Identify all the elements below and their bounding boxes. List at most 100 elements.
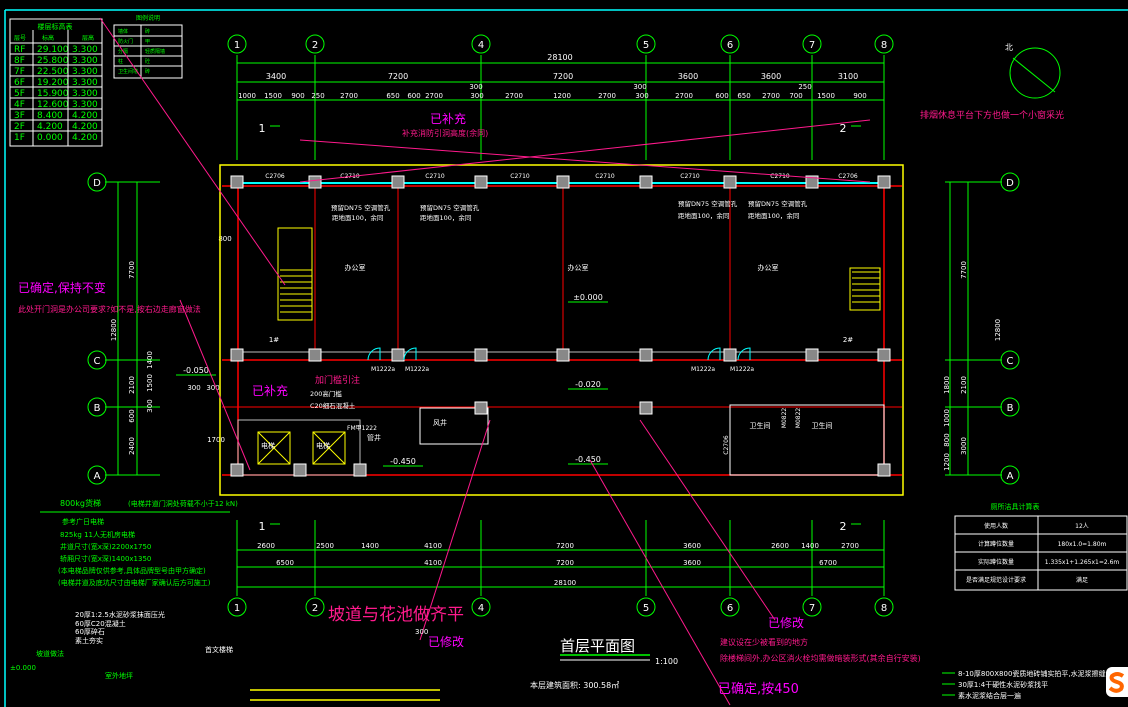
table-cell: 砖 [145, 68, 150, 75]
dimension-value: 600 [407, 92, 420, 100]
table-header: 层号 [14, 35, 26, 42]
window-label: C2710 [425, 173, 445, 180]
table-cell: 3.300 [72, 78, 98, 88]
structural-column [639, 175, 653, 189]
dimension-value: 250 [311, 92, 324, 100]
dimension-value: 7200 [556, 559, 574, 567]
door-swing [367, 347, 381, 361]
dimension-total: 12800 [110, 319, 118, 341]
grid-bubble [874, 597, 894, 617]
dimension-value: 1400 [801, 542, 819, 550]
elevator-note: 参考广日电梯 [62, 517, 104, 526]
leader-line [179, 299, 251, 471]
section-mark: 1 [259, 122, 266, 135]
table-title: 楼层标高表 [38, 22, 73, 31]
ramp-note: 60厚C20混凝土 [75, 619, 126, 628]
grid-row-label: C [1007, 356, 1014, 367]
dimension-value: 300 [469, 83, 482, 91]
level-mark: -0.450 [575, 455, 601, 464]
room-label: 办公室 [568, 263, 589, 272]
structural-column [877, 463, 891, 477]
table-cell: 12.600 [37, 100, 69, 110]
structural-column [474, 175, 488, 189]
grid-bubble [87, 172, 107, 192]
grid-bubble [1000, 172, 1020, 192]
table-cell: 是否满足规范设计要求 [966, 576, 1026, 584]
structural-column [723, 348, 737, 362]
table-cell: 180x1.0=1.80m [1058, 541, 1107, 548]
grid-bubble [471, 597, 491, 617]
leader-line [589, 459, 731, 706]
room-label: 风井 [433, 418, 447, 427]
dimension-value: 2600 [257, 542, 275, 550]
table-cell: 墙体 [118, 28, 128, 35]
dimension-value: 800 [218, 235, 231, 243]
door-label: M1222a [405, 366, 429, 373]
door-label: M1222a [691, 366, 715, 373]
grid-row-label: B [94, 403, 101, 414]
elevator-note: (本电梯品牌仅供参考,具体品牌型号由甲方确定) [58, 566, 206, 575]
structural-column [639, 401, 653, 415]
table-title: 图例说明 [136, 14, 160, 22]
dimension-value: 3100 [838, 72, 858, 81]
dimension-value: 600 [128, 409, 136, 422]
dimension-value: 6700 [819, 559, 837, 567]
grid-bubble [227, 597, 247, 617]
leader-line [99, 17, 286, 286]
structural-column [556, 175, 570, 189]
dimension-total: 12800 [994, 319, 1002, 341]
dimension-value: 300 [146, 399, 154, 412]
dimension-value: 1400 [146, 351, 154, 369]
dimension-total: 28100 [547, 53, 572, 62]
grid-column-label: 7 [809, 40, 815, 51]
dimension-value: 2400 [128, 437, 136, 455]
grid-bubble [227, 34, 247, 54]
review-annotation-a7_detail1: 建议设在少被看到的地方 [720, 637, 808, 647]
door-label: FM甲1222 [347, 425, 377, 432]
dimension-value: 250 [798, 83, 811, 91]
table-cell: 5F [14, 89, 25, 99]
dimension-value: 300 [206, 384, 219, 392]
structural-column [474, 348, 488, 362]
ramp-note: 室外地坪 [105, 671, 133, 680]
door-label: M0822 [781, 408, 788, 429]
review-annotation-a1_detail: 补充消防引洞高度(余同) [402, 128, 488, 138]
table-cell: 2F [14, 122, 25, 132]
grid-column-label: 2 [312, 603, 318, 614]
table-cell: 4.200 [72, 122, 98, 132]
grid-column-label: 4 [478, 603, 484, 614]
table-cell: 4.200 [72, 133, 98, 143]
dimension-value: 1400 [361, 542, 379, 550]
drawing-scale: 1:100 [655, 657, 678, 666]
app-logo-icon [1106, 667, 1128, 697]
dimension-value: 6500 [276, 559, 294, 567]
review-annotation-a5: 坡道与花池做齐平 [328, 605, 464, 625]
structural-column [353, 463, 367, 477]
window-label: C2710 [510, 173, 530, 180]
section-mark: 2 [840, 520, 847, 533]
structural-column [723, 175, 737, 189]
dimension-value: 300 [470, 92, 483, 100]
floor-finish-note: 30厚1:4干硬性水泥砂浆找平 [958, 680, 1048, 689]
dimension-value: 1500 [146, 374, 154, 392]
structural-column [556, 348, 570, 362]
dimension-value: 2700 [505, 92, 523, 100]
level-mark: -0.450 [390, 457, 416, 466]
dimension-value: 3000 [960, 437, 968, 455]
grid-column-label: 2 [312, 40, 318, 51]
door-swing [737, 347, 751, 361]
grid-bubble [471, 34, 491, 54]
note-text: 预留DN75 空调管孔 [331, 203, 391, 212]
structural-column [391, 348, 405, 362]
grid-bubble [720, 34, 740, 54]
leader-line [299, 119, 871, 183]
table-cell: 15.900 [37, 89, 69, 99]
room-label: 管井 [367, 433, 381, 442]
dimension-value: 900 [853, 92, 866, 100]
ramp-note: ±0.000 [10, 664, 36, 672]
dimension-value: 1000 [943, 409, 951, 427]
leader-line [299, 139, 871, 183]
structural-column [308, 175, 322, 189]
table-cell: 实际蹲位数量 [978, 558, 1014, 566]
